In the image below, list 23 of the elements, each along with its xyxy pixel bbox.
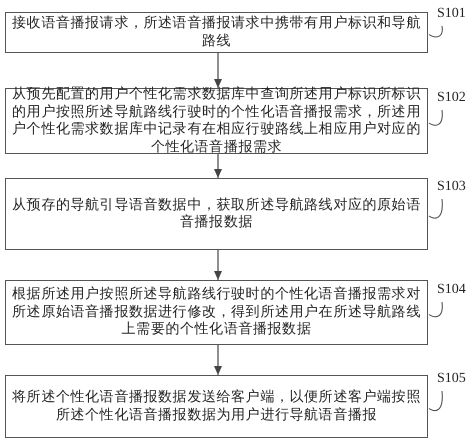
leader-line — [428, 26, 443, 38]
leader-line — [428, 198, 443, 219]
step-label: S103 — [437, 179, 466, 195]
arrow — [214, 53, 222, 88]
step-text: 将所述个性化语音播报数据发送给客户端，以便所述客户端按照所述个性化语音播报数据为用户进行导航语音播报 — [11, 389, 422, 424]
arrow — [214, 250, 222, 280]
arrow — [214, 345, 222, 375]
step-text: 从预先配置的用户个性化需求数据库中查询所述用户标识所标识的用户按照所述导航路线行驶时的个性化语音播报需求，所述用户个性化需求数据库中记录有在相应行驶路线上相应用户对应的个性化语音播报需求 — [11, 86, 422, 156]
process-box — [5, 12, 428, 53]
step-label: S105 — [437, 371, 466, 387]
arrow — [214, 154, 222, 178]
process-box — [5, 280, 428, 345]
step-label: S104 — [437, 282, 466, 298]
step-text: 根据所述用户按照所述导航路线行驶时的个性化语音播报需求对所述原始语音播报数据进行修改，得到所述用户在所述导航路线上需要的个性化语音播报数据 — [11, 286, 422, 339]
step-label: S102 — [437, 90, 466, 106]
process-box — [5, 178, 428, 250]
step-text: 从预存的导航引导语音数据中，获取所述导航路线对应的原始语音播报数据 — [11, 196, 422, 232]
step-label: S101 — [437, 6, 466, 22]
step-text: 接收语音播报请求，所述语音播报请求中携带有用户标识和导航路线 — [11, 15, 422, 50]
leader-line — [428, 110, 443, 126]
leader-line — [428, 302, 443, 318]
leader-line — [428, 390, 443, 412]
process-box — [5, 375, 428, 438]
